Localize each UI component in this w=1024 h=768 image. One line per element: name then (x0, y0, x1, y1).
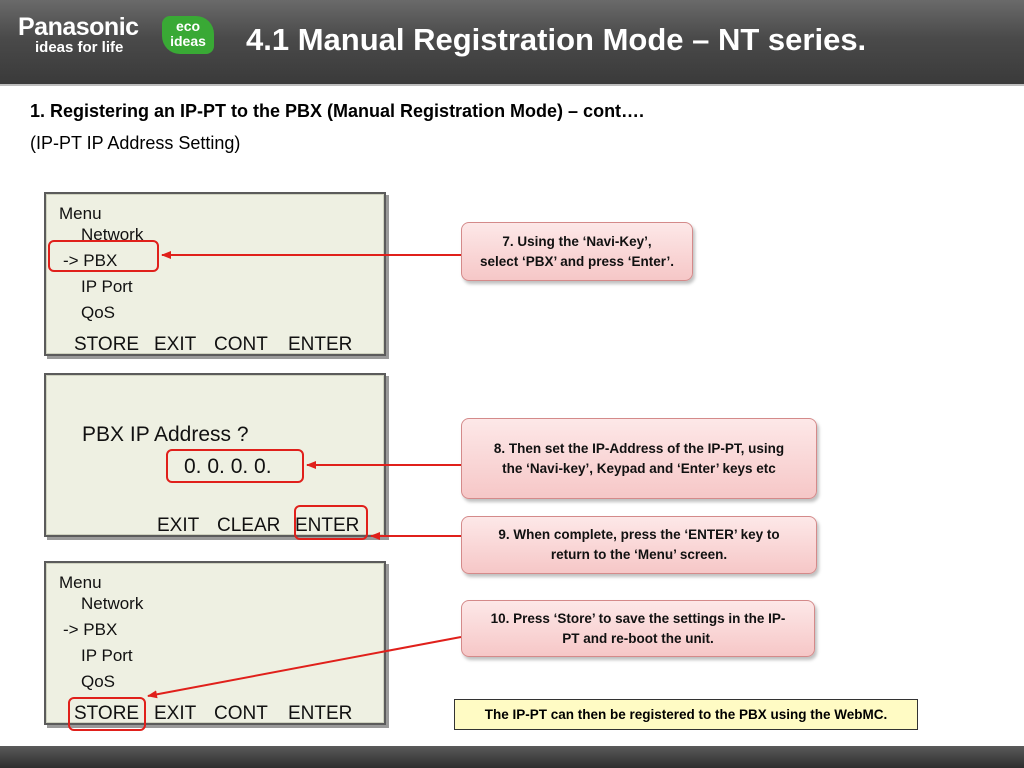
softkey-enter[interactable]: ENTER (295, 515, 360, 536)
callout-step7-line2: select ‘PBX’ and press ‘Enter’. (479, 253, 675, 269)
softkey-cont[interactable]: CONT (214, 334, 268, 355)
callout-step8: 8. Then set the IP-Address of the IP-PT,… (461, 418, 817, 499)
callout-step8-line1: 8. Then set the IP-Address of the IP-PT,… (493, 440, 785, 456)
section-subheading: (IP-PT IP Address Setting) (30, 133, 241, 153)
highlight-pbx-item (48, 240, 159, 272)
callout-step10-line2: PT and re-boot the unit. (562, 630, 714, 646)
webmc-note: The IP-PT can then be registered to the … (454, 699, 918, 730)
softkey-store[interactable]: STORE (74, 334, 140, 355)
softkey-clear[interactable]: CLEAR (217, 515, 281, 536)
softkey-enter[interactable]: ENTER (288, 334, 353, 355)
lcd-menu-title: Menu (59, 204, 102, 223)
section-heading: 1. Registering an IP-PT to the PBX (Manu… (30, 101, 645, 121)
softkey-exit[interactable]: EXIT (154, 334, 197, 355)
softkey-exit[interactable]: EXIT (154, 703, 197, 724)
callout-step10: 10. Press ‘Store’ to save the settings i… (461, 600, 815, 657)
lcd-screen-menu: Menu Network -> PBX IP Port QoS STORE EX… (44, 192, 386, 356)
arrow-step10 (147, 636, 462, 699)
eco-badge-line2: ideas (170, 33, 206, 49)
eco-badge-line1: eco (175, 18, 201, 34)
lcd-menu-item-ip-port[interactable]: IP Port (81, 277, 133, 296)
softkey-enter[interactable]: ENTER (288, 703, 353, 724)
lcd-menu-title: Menu (59, 573, 102, 592)
brand-tagline: ideas for life (35, 39, 124, 56)
lcd-screen-pbx-ip: PBX IP Address ? 0. 0. 0. 0. EXIT CLEAR … (44, 373, 386, 537)
softkey-store[interactable]: STORE (74, 703, 140, 724)
softkey-cont[interactable]: CONT (214, 703, 268, 724)
brand-name: Panasonic (18, 13, 139, 41)
lcd-pbx-ip-prompt: PBX IP Address ? (82, 423, 249, 446)
eco-ideas-badge: eco ideas (162, 16, 214, 54)
callout-step9-line1: 9. When complete, press the ‘ENTER’ key … (498, 527, 780, 542)
callout-step7-line1: 7. Using the ‘Navi-Key’, (502, 233, 652, 249)
highlight-ip-value (166, 449, 304, 483)
lcd-menu-item-qos[interactable]: QoS (81, 672, 116, 691)
panasonic-logo: Panasonic ideas for life (18, 14, 139, 56)
callout-step8-line2: the ‘Navi-key’, Keypad and ‘Enter’ keys … (502, 460, 776, 476)
highlight-store-key (68, 697, 146, 731)
lcd-menu-item-network[interactable]: Network (81, 594, 144, 613)
lcd-pbx-ip-value[interactable]: 0. 0. 0. 0. (184, 455, 272, 478)
callout-step9-line2: return to the ‘Menu’ screen. (550, 547, 728, 562)
lcd-menu-item-network[interactable]: Network (81, 225, 144, 244)
softkey-exit[interactable]: EXIT (157, 515, 200, 536)
callout-step9: 9. When complete, press the ‘ENTER’ key … (461, 516, 817, 574)
lcd-menu-item-ip-port[interactable]: IP Port (81, 646, 133, 665)
lcd-menu-item-pbx[interactable]: -> PBX (63, 620, 118, 639)
footer-bar (0, 746, 1024, 768)
header-divider (0, 84, 1024, 86)
highlight-enter-key (294, 505, 368, 540)
callout-step10-line1: 10. Press ‘Store’ to save the settings i… (490, 610, 786, 626)
lcd-menu-item-qos[interactable]: QoS (81, 303, 116, 322)
callout-step7: 7. Using the ‘Navi-Key’, select ‘PBX’ an… (461, 222, 693, 281)
page-title: 4.1 Manual Registration Mode – NT series… (246, 22, 867, 57)
lcd-menu-item-pbx[interactable]: -> PBX (63, 251, 118, 270)
